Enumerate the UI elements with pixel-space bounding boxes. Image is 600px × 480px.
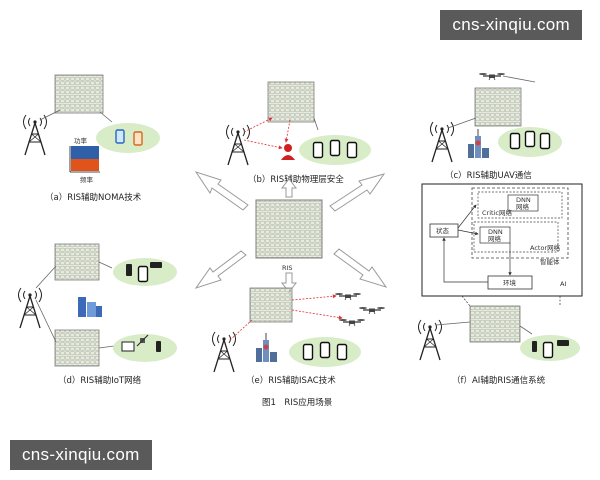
ai-label: AI [560, 280, 566, 288]
user-area-ellipse [96, 123, 160, 153]
base-station-icon [211, 331, 237, 373]
panel-f-ai: 状态 DNN 网络 Critic网络 DNN 网络 Actor网络 智能体 环境… [417, 183, 583, 386]
panel-b-physical-layer-security: （b）RIS辅助物理层安全 [225, 81, 371, 185]
ris-panel-a [54, 74, 104, 114]
walkie-talkie-icon [126, 264, 132, 276]
actor-label: Actor网络 [530, 243, 561, 252]
base-station-icon [22, 114, 48, 156]
phone-icon [302, 343, 314, 361]
caption-c: （c）RIS辅助UAV通信 [445, 170, 532, 181]
panel-e-isac: （e）RIS辅助ISAC技术 [211, 287, 386, 386]
phone-icon [524, 130, 536, 148]
figure-title: 图1 RIS应用场景 [262, 397, 332, 408]
critic-label: Critic网络 [482, 208, 512, 217]
critic-box [477, 191, 563, 219]
arrow-to-a [194, 171, 249, 211]
arrow-to-f [333, 248, 388, 288]
critic-dnn-box [507, 194, 539, 212]
environment-label: 环境 [503, 278, 517, 287]
arrow-to-e [280, 272, 298, 293]
drone-icon [334, 292, 362, 301]
panel-a-noma: 功率 频率 （a）RIS辅助NOMA技术 [22, 74, 160, 203]
ris-panel-e [249, 287, 293, 323]
caption-d: （d）RIS辅助IoT网络 [58, 375, 142, 386]
sensor-icon [557, 340, 569, 346]
agent-label: 智能体 [540, 257, 560, 266]
phone-icon [329, 139, 341, 157]
base-station-icon [225, 124, 251, 166]
agent-box [471, 187, 569, 259]
city-icon [467, 128, 490, 159]
satellite-icon [136, 334, 149, 347]
monitor-icon [121, 341, 135, 352]
ris-panel-b [267, 81, 315, 123]
state-box [429, 223, 459, 238]
actor-dnn-line2: 网络 [488, 234, 502, 243]
ris-panel-d2 [54, 329, 100, 367]
actor-box [473, 221, 559, 253]
phone-icon [336, 343, 348, 361]
caption-a: （a）RIS辅助NOMA技术 [45, 192, 142, 203]
eavesdropper-icon [281, 144, 295, 160]
phone-icon [509, 132, 521, 150]
watermark-top: cns-xinqiu.com [440, 10, 582, 40]
walkie-talkie-icon [156, 341, 161, 352]
phone-icon [115, 129, 125, 144]
frequency-axis-label: 频率 [80, 175, 94, 184]
critic-dnn-line1: DNN [516, 196, 531, 204]
city-icon [255, 332, 278, 363]
phone-icon [542, 341, 554, 359]
central-ris-label: RIS [282, 264, 293, 272]
phone-icon [319, 341, 331, 359]
environment-box [487, 275, 533, 290]
central-ris: RIS [255, 199, 323, 272]
panel-c-uav: （c）RIS辅助UAV通信 [429, 72, 562, 181]
arrow-to-d [194, 250, 247, 289]
actor-dnn-box [479, 226, 511, 244]
base-station-icon [417, 319, 443, 361]
base-station-icon [429, 121, 455, 163]
caption-f: （f）AI辅助RIS通信系统 [452, 375, 546, 386]
arrow-to-b [280, 178, 298, 198]
connecting-arrows [194, 171, 388, 293]
walkie-talkie-icon [532, 341, 537, 352]
phone-icon [346, 141, 358, 159]
phone-icon [137, 265, 149, 283]
user-area-ellipse [113, 334, 177, 362]
ris-panel-f [469, 305, 521, 343]
power-frequency-chart-icon [69, 146, 100, 173]
smart-city-icon [78, 297, 102, 317]
actor-dnn-line1: DNN [488, 228, 503, 236]
critic-dnn-line2: 网络 [516, 202, 530, 211]
phone-icon [312, 141, 324, 159]
drone-icon [338, 318, 366, 327]
caption-e: （e）RIS辅助ISAC技术 [246, 375, 336, 386]
phone-icon [133, 131, 143, 146]
state-label: 状态 [436, 226, 450, 235]
phone-icon [539, 132, 551, 150]
sensor-icon [150, 262, 162, 268]
panel-d-iot: （d）RIS辅助IoT网络 [17, 243, 177, 386]
watermark-bottom: cns-xinqiu.com [10, 440, 152, 470]
arrow-to-c [329, 173, 386, 212]
drone-icon [478, 72, 506, 81]
base-station-icon [17, 287, 43, 329]
caption-b: （b）RIS辅助物理层安全 [248, 174, 344, 185]
power-axis-label: 功率 [74, 136, 88, 145]
ris-panel-d [54, 243, 100, 281]
ris-panel-c [474, 87, 522, 127]
drone-icon [358, 306, 386, 315]
